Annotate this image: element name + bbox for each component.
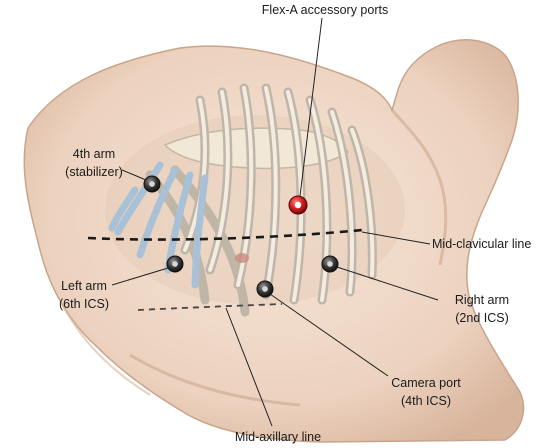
leader-lines xyxy=(111,17,439,427)
leader-mid-axillary xyxy=(225,307,273,427)
leader-mid-clavicular xyxy=(361,231,431,245)
label-fourth-arm-line2: (stabilizer) xyxy=(65,165,123,179)
axilla-fold xyxy=(129,353,301,407)
label-mid-clavicular: Mid-clavicular line xyxy=(432,237,531,251)
port-camera xyxy=(256,280,274,298)
port-left-arm xyxy=(166,255,184,273)
port-fourth-arm xyxy=(143,175,161,193)
port-flex-a xyxy=(288,195,308,215)
label-left-arm-line1: Left arm xyxy=(61,279,107,293)
label-right-arm-line1: Right arm xyxy=(455,293,509,307)
label-right-arm-line2: (2nd ICS) xyxy=(455,311,509,325)
label-camera-line2: (4th ICS) xyxy=(401,394,451,408)
label-mid-axillary: Mid-axillary line xyxy=(235,430,321,444)
leader-left-arm xyxy=(111,267,169,286)
nipple xyxy=(235,253,249,263)
leader-flex-a xyxy=(299,17,323,197)
neck-shadow xyxy=(390,108,448,266)
mid-clavicular-dashed-line xyxy=(87,228,363,241)
leader-fourth-arm xyxy=(121,169,147,181)
label-fourth-arm-line1: 4th arm xyxy=(73,147,115,161)
rib-cage xyxy=(105,83,405,317)
label-camera-line1: Camera port xyxy=(391,376,461,390)
port-right-arm xyxy=(321,255,339,273)
label-left-arm-line2: (6th ICS) xyxy=(59,297,109,311)
lower-fold xyxy=(59,299,151,396)
mid-axillary-dashed-line xyxy=(137,303,283,311)
label-flex-a: Flex-A accessory ports xyxy=(262,3,388,17)
leader-right-arm xyxy=(336,266,439,301)
leader-camera xyxy=(269,293,389,377)
